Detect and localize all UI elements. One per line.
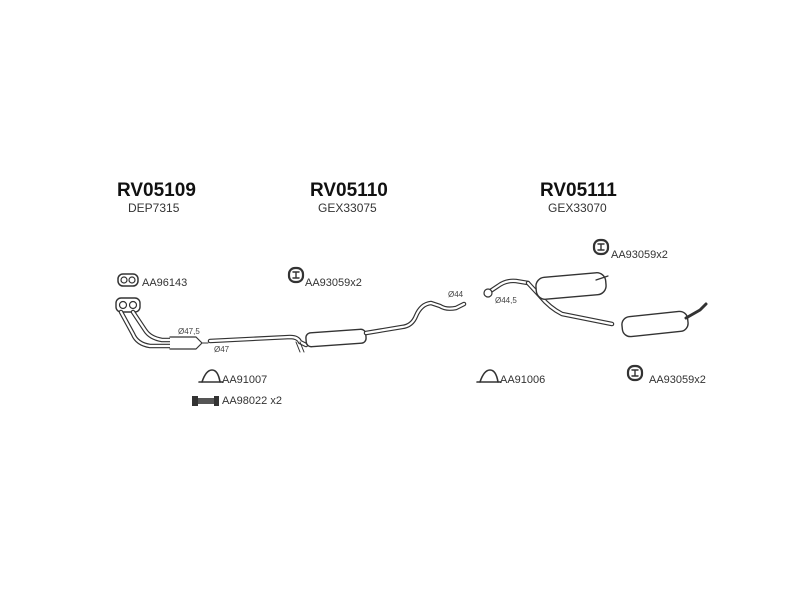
part-label-aa91007: AA91007 — [222, 374, 268, 386]
clamp-icon — [198, 369, 224, 383]
dim-label-47: Ø47 — [214, 345, 230, 354]
part-label-aa93059-top: AA93059x2 — [611, 249, 668, 261]
section-ref-gex33075: GEX33075 — [318, 201, 377, 215]
dim-label-47-5: Ø47,5 — [178, 327, 200, 336]
section-code-rv05111: RV05111 — [540, 180, 617, 201]
rubber-mount-icon — [626, 364, 644, 382]
section-ref-dep7315: DEP7315 — [128, 201, 180, 215]
part-label-aa93059-mid: AA93059x2 — [305, 277, 362, 289]
rubber-mount-icon — [287, 266, 305, 284]
bolt-icon — [192, 396, 219, 406]
dim-label-44: Ø44 — [448, 290, 464, 299]
part-label-aa96143: AA96143 — [142, 277, 188, 289]
middle-pipe-icon — [207, 300, 467, 353]
front-pipe-icon — [115, 297, 209, 350]
gasket-icon — [117, 273, 139, 287]
dim-label-44-5: Ø44,5 — [495, 296, 517, 305]
rear-section-icon — [483, 272, 708, 338]
clamp-icon — [476, 369, 502, 383]
section-code-rv05109: RV05109 — [117, 180, 196, 201]
section-code-rv05110: RV05110 — [310, 180, 388, 201]
part-label-aa93059-bottom: AA93059x2 — [649, 374, 706, 386]
section-ref-gex33070: GEX33070 — [548, 201, 607, 215]
rubber-mount-icon — [592, 238, 610, 256]
part-label-aa91006: AA91006 — [500, 374, 546, 386]
part-label-aa98022: AA98022 x2 — [222, 395, 282, 407]
